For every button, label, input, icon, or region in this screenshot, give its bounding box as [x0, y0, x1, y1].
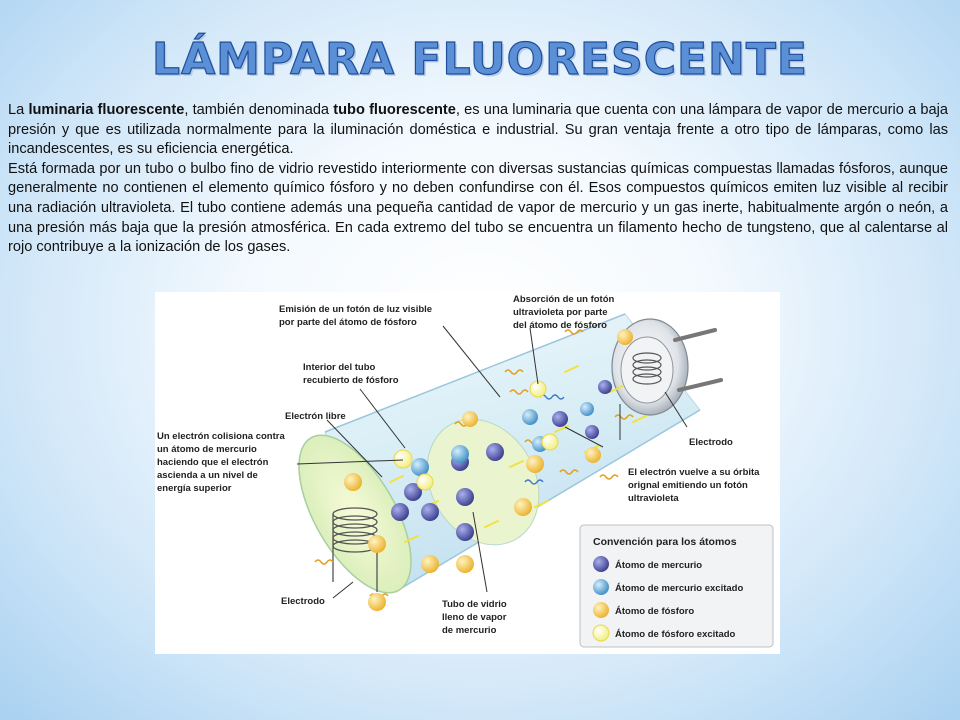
- body-text: La luminaria fluorescente, también denom…: [8, 101, 948, 258]
- svg-text:Átomo de mercurio: Átomo de mercurio: [615, 560, 702, 571]
- mercury-atom: [598, 380, 612, 394]
- phosphor-atom: [344, 473, 362, 491]
- label-interior: Interior del tubo recubierto de fósforo: [303, 362, 399, 386]
- legend-item: Átomo de fósforo: [593, 602, 694, 618]
- phosphor-atom: [617, 329, 633, 345]
- label-emision: Emisión de un fotón de luz visible por p…: [279, 304, 435, 328]
- legend-item: Átomo de mercurio: [593, 556, 702, 572]
- phosphor-atom: [514, 498, 532, 516]
- svg-text:Átomo de fósforo: Átomo de fósforo: [615, 606, 694, 617]
- mercury-atom: [456, 523, 474, 541]
- mercury-excited-atom: [411, 458, 429, 476]
- mercury-excited-atom: [522, 409, 538, 425]
- label-electrodo-left: Electrodo: [281, 596, 325, 607]
- diagram-labels: Emisión de un fotón de luz visible por p…: [157, 294, 762, 636]
- legend-item: Átomo de mercurio excitado: [593, 579, 743, 595]
- label-vuelve: El electrón vuelve a su órbita orignal e…: [628, 467, 762, 504]
- phosphor-excited-atom-icon: [592, 624, 610, 642]
- mercury-atom: [552, 411, 568, 427]
- label-colision: Un electrón colisiona contra un átomo de…: [157, 431, 287, 494]
- phosphor-atom: [368, 593, 386, 611]
- legend-item: Átomo de fósforo excitado: [592, 624, 736, 642]
- phosphor-excited-atom: [541, 433, 559, 451]
- mercury-excited-atom: [451, 445, 469, 463]
- mercury-atom: [486, 443, 504, 461]
- atoms: [344, 329, 633, 611]
- paragraph-2: Está formada por un tubo o bulbo fino de…: [8, 160, 948, 256]
- page-title: LÁMPARA FLUORESCENTE: [151, 33, 808, 85]
- svg-text:Átomo de mercurio excitado: Átomo de mercurio excitado: [615, 583, 743, 594]
- phosphor-atom: [368, 535, 386, 553]
- legend: Convención para los átomos Átomo de merc…: [579, 524, 774, 648]
- fluorescent-tube-diagram: Emisión de un fotón de luz visible por p…: [155, 292, 780, 654]
- mercury-atom: [585, 425, 599, 439]
- mercury-excited-atom-icon: [593, 579, 609, 595]
- mercury-excited-atom: [580, 402, 594, 416]
- mercury-atom: [404, 483, 422, 501]
- uv-waves: [524, 394, 565, 485]
- phosphor-atom: [526, 455, 544, 473]
- leader-lines: [296, 325, 688, 599]
- phosphor-atom-icon: [593, 602, 609, 618]
- diagram-svg: Emisión de un fotón de luz visible por p…: [157, 294, 774, 648]
- phosphor-atom: [585, 447, 601, 463]
- bold-term-luminaria: luminaria fluorescente: [28, 102, 185, 118]
- mercury-atom-icon: [593, 556, 609, 572]
- bold-term-tubo: tubo fluorescente: [333, 102, 456, 118]
- right-end-cap: [611, 318, 723, 416]
- label-electrodo-right: Electrodo: [689, 437, 733, 448]
- phosphor-excited-atom: [416, 473, 434, 491]
- label-electron-libre: Electrón libre: [285, 411, 346, 422]
- phosphor-excited-atom: [393, 449, 413, 469]
- phosphor-atom: [421, 555, 439, 573]
- label-tubo-vidrio: Tubo de vidrio lleno de vapor de mercuri…: [442, 599, 509, 636]
- phosphor-atom: [462, 411, 478, 427]
- phosphor-atom: [456, 555, 474, 573]
- label-absorcion: Absorción de un fotón ultravioleta por p…: [513, 294, 617, 331]
- mercury-atom: [456, 488, 474, 506]
- paragraph-1: La luminaria fluorescente, también denom…: [8, 102, 949, 158]
- mercury-atom: [391, 503, 409, 521]
- legend-title: Convención para los átomos: [593, 536, 737, 548]
- tube-left-end: [298, 434, 412, 594]
- svg-text:Átomo de fósforo excitado: Átomo de fósforo excitado: [615, 629, 736, 640]
- mercury-atom: [421, 503, 439, 521]
